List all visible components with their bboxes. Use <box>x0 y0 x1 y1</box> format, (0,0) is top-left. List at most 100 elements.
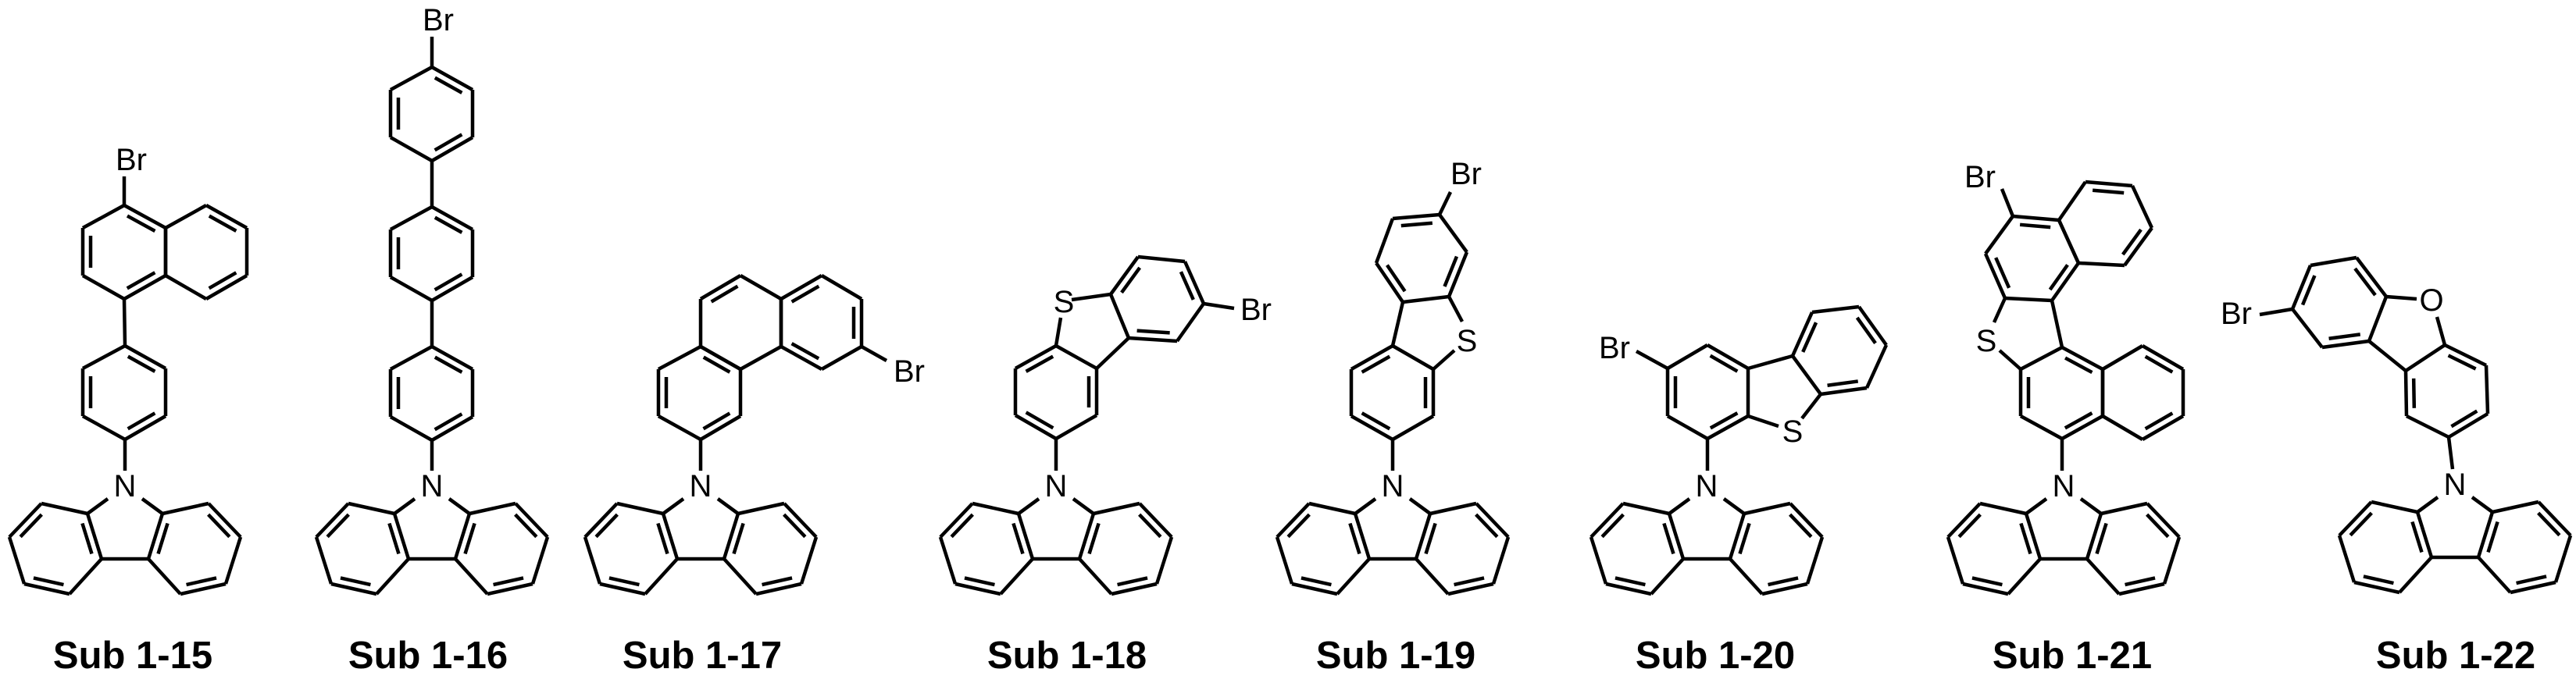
bromine-atom-label: Br <box>1964 160 1996 194</box>
ring-bond <box>469 501 516 516</box>
double-bond-inner <box>1300 576 1332 587</box>
double-bond-inner <box>1454 576 1485 587</box>
ring-bond <box>1414 513 1432 560</box>
ring-bond <box>1016 513 1035 560</box>
double-bond-inner <box>783 513 807 539</box>
ring-bond <box>1391 344 1435 371</box>
ring-bond <box>123 414 167 441</box>
ring-bond <box>430 415 474 442</box>
ring-bond <box>1275 536 1294 585</box>
single-bond <box>1203 301 1235 311</box>
ring-bond <box>1138 502 1173 539</box>
single-bond <box>1095 336 1130 370</box>
ring-bond <box>657 345 702 371</box>
single-bond <box>1054 317 1063 347</box>
ring-bond <box>1666 414 1709 440</box>
single-bond <box>2000 188 2015 217</box>
double-bond-inner <box>1789 513 1813 539</box>
ring-bond <box>1962 582 2009 596</box>
double-bond-inner <box>1348 522 1361 555</box>
double-bond-inner <box>2363 575 2394 585</box>
ring-bond <box>938 536 958 585</box>
ring-bond <box>1154 536 1174 585</box>
double-bond-inner <box>33 576 64 587</box>
ring-bond <box>2371 500 2418 514</box>
ring-bond <box>454 557 489 596</box>
bromine-atom-label: Br <box>1599 331 1630 365</box>
ring-bond <box>1078 557 1113 596</box>
ring-bond <box>722 513 740 560</box>
ring-bond <box>783 502 818 539</box>
double-bond-inner <box>1709 411 1739 430</box>
ring-bond <box>2510 580 2556 595</box>
ring-bond <box>755 582 802 596</box>
double-bond-inner <box>594 513 619 539</box>
double-bond-inner <box>19 513 43 539</box>
double-bond-inner <box>2144 411 2174 431</box>
double-bond-inner <box>433 215 463 234</box>
ring-bond <box>2405 414 2450 439</box>
ring-bond <box>2444 343 2487 368</box>
ring-bond <box>68 557 103 596</box>
double-bond-inner <box>326 513 350 539</box>
double-bond-inner <box>1738 522 1751 555</box>
double-bond-inner <box>2146 513 2170 539</box>
ring-bond <box>1706 343 1750 370</box>
ring-bond <box>205 204 248 229</box>
sulfur-atom-label: S <box>1457 324 1478 358</box>
ring-bond <box>81 204 126 229</box>
ring-bond <box>389 415 433 442</box>
single-bond <box>860 345 888 362</box>
ring-bond <box>1108 293 1131 339</box>
double-bond-inner <box>1801 322 1818 353</box>
ring-bond <box>389 66 433 91</box>
ring-bond <box>2100 501 2148 516</box>
ring-bond <box>2398 556 2433 594</box>
ring-bond <box>146 513 165 560</box>
ring-bond <box>699 274 742 301</box>
double-bond-inner <box>1994 257 2011 289</box>
nitrogen-atom-label: N <box>690 469 712 503</box>
double-bond-inner <box>463 522 476 555</box>
ring-bond <box>314 536 334 585</box>
ring-bond <box>123 344 167 370</box>
ring-bond <box>7 536 27 585</box>
ring-bond <box>1447 582 1494 596</box>
ring-bond <box>2024 513 2043 560</box>
ring-bond <box>315 502 350 539</box>
ring-bond <box>430 205 474 231</box>
ring-bond <box>162 501 209 516</box>
sulfur-atom-label: S <box>1054 285 1075 319</box>
double-bond-inner <box>2144 354 2174 374</box>
ring-bond <box>661 513 680 560</box>
ring-bond <box>1392 212 1440 221</box>
ring-bond <box>85 513 104 560</box>
double-bond-inner <box>1600 513 1625 539</box>
double-bond-inner <box>1011 522 1025 555</box>
double-bond-inner <box>1179 271 1195 301</box>
ring-bond <box>81 344 127 370</box>
ring-bond <box>599 582 646 596</box>
ring-bond <box>1475 502 1510 539</box>
ring-bond <box>2291 308 2324 349</box>
ring-bond <box>939 502 974 539</box>
ring-bond <box>954 582 1001 596</box>
ring-bond <box>1176 302 1205 343</box>
double-bond-inner <box>1286 513 1311 539</box>
oxygen-atom-label: O <box>2419 283 2443 318</box>
ring-bond <box>1128 336 1178 343</box>
ring-bond <box>1054 414 1098 440</box>
ring-bond <box>1183 261 1206 304</box>
ring-bond <box>2130 185 2154 229</box>
carbazole-unit <box>1589 497 1825 596</box>
ring-bond <box>1743 501 1791 516</box>
ring-bond <box>180 582 227 596</box>
label-sub-1-16: Sub 1-16 <box>348 635 508 677</box>
ring-bond <box>1374 218 1395 264</box>
label-sub-1-22: Sub 1-22 <box>2375 635 2536 677</box>
double-bond-inner <box>207 513 231 539</box>
